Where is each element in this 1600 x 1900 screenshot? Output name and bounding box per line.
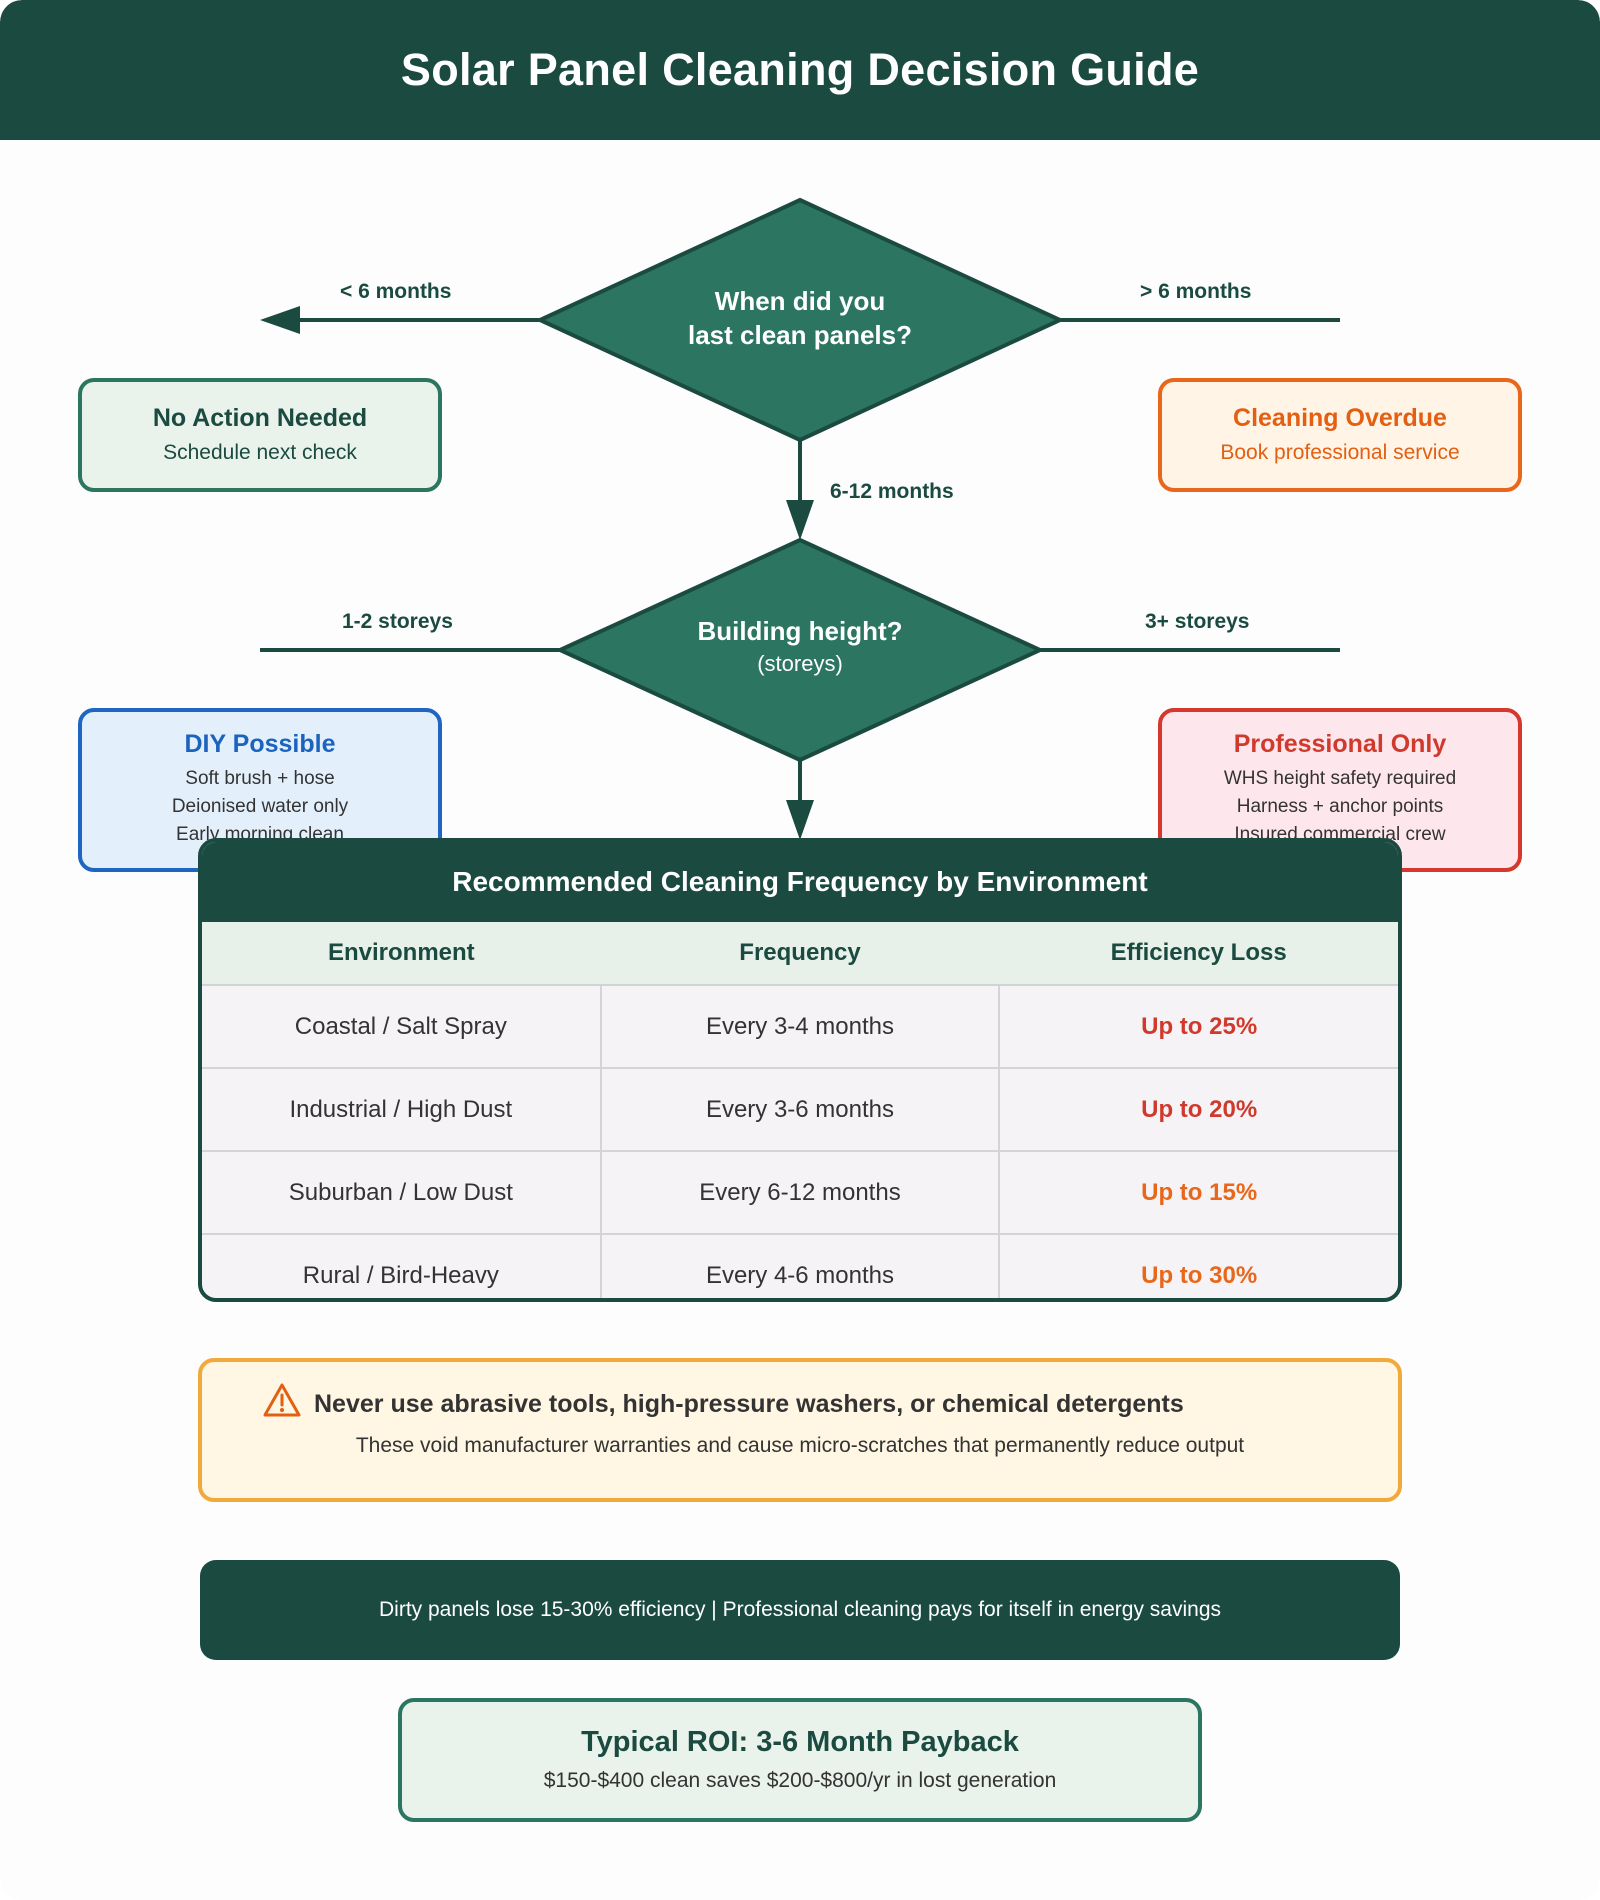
- header-bar: Solar Panel Cleaning Decision Guide: [0, 0, 1600, 140]
- table-row: Rural / Bird-Heavy Every 4-6 months Up t…: [202, 1234, 1398, 1298]
- col-header-efficiency-loss: Efficiency Loss: [999, 922, 1398, 986]
- outcome-no-action: No Action Needed Schedule next check: [78, 378, 442, 492]
- cell-environment: Coastal / Salt Spray: [202, 985, 602, 1069]
- label-6-12-months: 6-12 months: [830, 480, 954, 503]
- outcome-overdue-sub: Book professional service: [1220, 441, 1460, 464]
- efficiency-banner: Dirty panels lose 15-30% efficiency | Pr…: [200, 1560, 1400, 1660]
- table-header-row: Environment Frequency Efficiency Loss: [202, 922, 1398, 986]
- pro-line-1: WHS height safety required: [1223, 768, 1457, 789]
- cell-efficiency-loss: Up to 30%: [1141, 1261, 1258, 1289]
- outcome-diy-title: DIY Possible: [184, 730, 336, 758]
- cell-environment: Industrial / High Dust: [202, 1068, 602, 1152]
- outcome-pro-title: Professional Only: [1233, 730, 1447, 758]
- decision-2-line1: Building height?: [697, 616, 903, 646]
- warning-callout: Never use abrasive tools, high-pressure …: [198, 1358, 1402, 1502]
- label-1-2-storeys: 1-2 storeys: [342, 610, 453, 633]
- cell-frequency: Every 4-6 months: [600, 1234, 1001, 1298]
- pro-line-2: Harness + anchor points: [1236, 796, 1444, 817]
- label-less-6-months: < 6 months: [340, 280, 452, 303]
- col-header-frequency: Frequency: [600, 922, 1000, 986]
- decision-1-text: When did you last clean panels?: [640, 284, 960, 352]
- cell-frequency: Every 3-4 months: [600, 985, 1001, 1069]
- cell-frequency: Every 3-6 months: [600, 1068, 1001, 1152]
- roi-box: Typical ROI: 3-6 Month Payback $150-$400…: [398, 1698, 1202, 1822]
- frequency-table: Environment Frequency Efficiency Loss Co…: [202, 922, 1398, 1298]
- diy-line-2: Deionised water only: [171, 796, 349, 817]
- label-3-storeys: 3+ storeys: [1145, 610, 1250, 633]
- arrowhead-left: [260, 306, 300, 334]
- decision-2-line2: (storeys): [757, 651, 843, 676]
- roi-title: Typical ROI: 3-6 Month Payback: [581, 1726, 1019, 1758]
- warning-title: Never use abrasive tools, high-pressure …: [314, 1390, 1184, 1418]
- table-row: Industrial / High Dust Every 3-6 months …: [202, 1068, 1398, 1152]
- frequency-table-card: Recommended Cleaning Frequency by Enviro…: [198, 838, 1402, 1302]
- label-more-6-months: > 6 months: [1140, 280, 1252, 303]
- table-row: Suburban / Low Dust Every 6-12 months Up…: [202, 1151, 1398, 1235]
- arrowhead-down-2: [786, 800, 814, 840]
- cell-environment: Rural / Bird-Heavy: [202, 1234, 602, 1298]
- roi-sub: $150-$400 clean saves $200-$800/yr in lo…: [543, 1769, 1057, 1792]
- arrowhead-down-1: [786, 500, 814, 540]
- decision-1-line2: last clean panels?: [688, 320, 912, 350]
- warning-triangle-icon: [263, 1383, 301, 1417]
- table-row: Coastal / Salt Spray Every 3-4 months Up…: [202, 985, 1398, 1069]
- page-title: Solar Panel Cleaning Decision Guide: [400, 44, 1200, 95]
- cell-efficiency-loss: Up to 20%: [999, 1068, 1398, 1152]
- table-title: Recommended Cleaning Frequency by Enviro…: [202, 842, 1398, 922]
- outcome-overdue: Cleaning Overdue Book professional servi…: [1158, 378, 1522, 492]
- diy-line-1: Soft brush + hose: [185, 768, 335, 789]
- cell-frequency: Every 6-12 months: [600, 1151, 1001, 1235]
- outcome-overdue-title: Cleaning Overdue: [1233, 404, 1447, 432]
- cell-efficiency-loss: Up to 15%: [999, 1151, 1398, 1235]
- flowchart-connectors: [260, 197, 1340, 840]
- warning-sub: These void manufacturer warranties and c…: [355, 1434, 1245, 1457]
- cell-environment: Suburban / Low Dust: [202, 1151, 602, 1235]
- outcome-no-action-title: No Action Needed: [152, 404, 368, 432]
- col-header-environment: Environment: [202, 922, 601, 986]
- cell-efficiency-loss: Up to 25%: [999, 985, 1398, 1069]
- decision-2-text: Building height? (storeys): [640, 614, 960, 680]
- outcome-no-action-sub: Schedule next check: [163, 441, 357, 464]
- decision-1-line1: When did you: [714, 286, 886, 316]
